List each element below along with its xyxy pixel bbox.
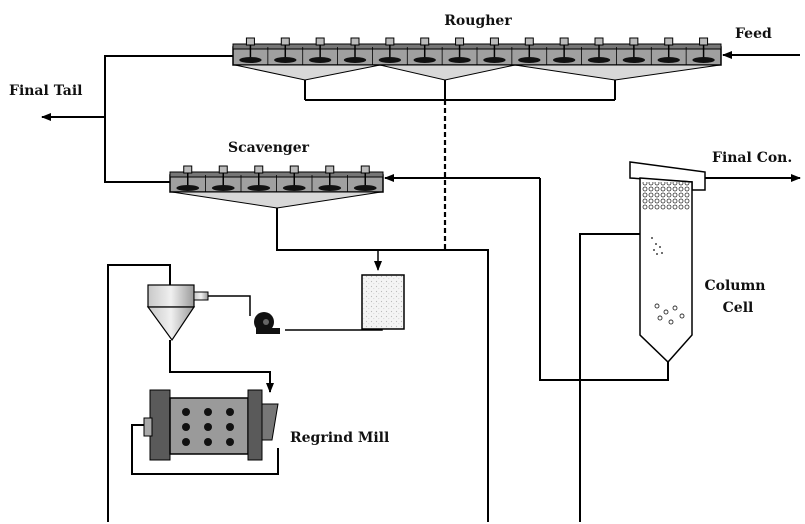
scavenger-cell [347,165,377,193]
rougher-cell [546,37,576,65]
rougher-cell [511,37,541,65]
rougher-cell [616,37,646,65]
column-cell-label-line2: Cell [723,300,754,316]
rougher-cell [581,37,611,65]
rougher-cell [476,37,506,65]
rougher-cell [267,37,297,65]
rougher-cell [372,37,402,65]
pump [254,312,280,334]
scavenger-cell [176,165,200,191]
scavenger-cell [276,165,306,193]
cyclone [146,284,209,342]
rougher-cell [441,37,471,65]
feed-label: Feed [735,26,772,42]
flow-lines [41,51,801,522]
rougher-bank [232,37,722,101]
column-cell-label-line1: Column [705,278,766,294]
scavenger-cell [205,165,235,193]
rougher-cell [406,37,436,65]
rougher-cell [239,37,262,63]
column-cell [629,161,706,364]
final-tail-label: Final Tail [9,83,83,99]
sump-tank [361,274,405,330]
rougher-cell [685,37,715,65]
regrind-mill [143,389,279,461]
scavenger-cell [311,165,342,193]
regrind-mill-label: Regrind Mill [290,430,389,446]
rougher-label: Rougher [444,13,512,29]
scavenger-cell [240,165,271,193]
rougher-cell [650,37,680,65]
final-con-label: Final Con. [712,150,792,166]
scavenger-bank [169,165,384,223]
scavenger-label: Scavenger [228,140,310,156]
rougher-cell [302,37,332,65]
rougher-cell [337,37,367,65]
